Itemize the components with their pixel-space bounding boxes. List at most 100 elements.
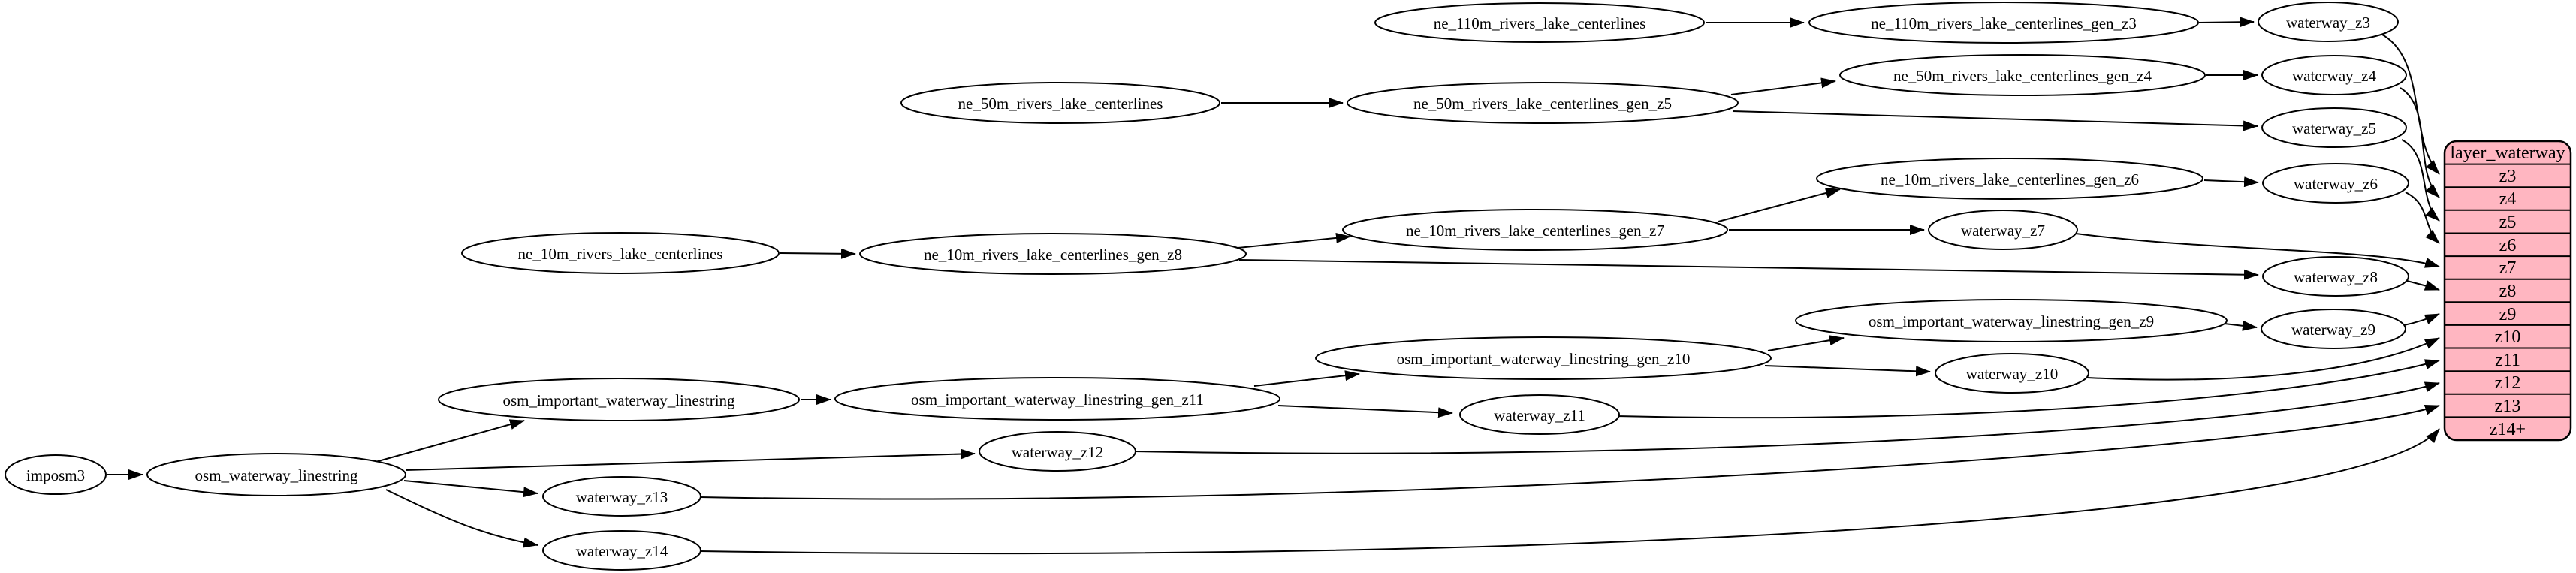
node-waterway-z11: waterway_z11 — [1459, 394, 1620, 435]
layer-waterway-frame — [2443, 140, 2572, 442]
node-waterway-z9-label: waterway_z9 — [2291, 321, 2375, 339]
edges — [107, 17, 2440, 555]
edge-waterway-z14-row-z14plus — [699, 428, 2440, 555]
record-row-z6: z6 — [2499, 236, 2517, 255]
node-waterway-z13-label: waterway_z13 — [576, 488, 668, 506]
edge-waterway-z5-row-z5 — [2401, 139, 2440, 222]
record-row-z4: z4 — [2499, 189, 2517, 209]
node-osm-waterway-linestring: osm_waterway_linestring — [146, 453, 406, 496]
edge-osm-waterway-waterway-z12 — [405, 448, 976, 471]
record-row-z12: z12 — [2495, 373, 2521, 393]
node-waterway-z11-ellipse — [1459, 394, 1620, 435]
node-ne-50m-rivers-lake-centerlines: ne_50m_rivers_lake_centerlines — [900, 82, 1220, 124]
node-layer-waterway: layer_waterway z3 z4 z5 z6 z7 z8 z9 z10 … — [2443, 140, 2572, 442]
node-osm-important-waterway-linestring-gen-z11: osm_important_waterway_linestring_gen_z1… — [834, 377, 1280, 421]
node-osm-important-waterway-linestring-gen-z9-ellipse — [1795, 299, 2228, 342]
node-waterway-z10-label: waterway_z10 — [1966, 365, 2058, 383]
node-ne-50m-rivers-lake-centerlines-ellipse — [900, 82, 1220, 124]
edge-waterway-z11-row-z11 — [1617, 359, 2440, 419]
node-imposm3-ellipse — [5, 454, 107, 495]
node-waterway-z6: waterway_z6 — [2262, 163, 2409, 204]
node-imposm3-label: imposm3 — [26, 466, 85, 484]
node-ne-10m-rivers-lake-centerlines-label: ne_10m_rivers_lake_centerlines — [518, 245, 723, 263]
node-ne-50m-rivers-lake-centerlines-gen-z4: ne_50m_rivers_lake_centerlines_gen_z4 — [1839, 54, 2206, 96]
edge-gen-z5-waterway-z5 — [1732, 110, 2258, 131]
node-waterway-z12: waterway_z12 — [979, 431, 1136, 472]
node-ne-50m-rivers-lake-centerlines-gen-z4-label: ne_50m_rivers_lake_centerlines_gen_z4 — [1893, 67, 2152, 85]
node-ne-110m-rivers-lake-centerlines-label: ne_110m_rivers_lake_centerlines — [1434, 14, 1646, 32]
node-waterway-z6-ellipse — [2262, 163, 2409, 204]
node-waterway-z9-ellipse — [2261, 309, 2406, 349]
node-ne-110m-rivers-lake-centerlines-gen-z3-label: ne_110m_rivers_lake_centerlines_gen_z3 — [1871, 14, 2137, 32]
edge-gen-z3-waterway-z3 — [2198, 17, 2255, 28]
node-ne-110m-rivers-lake-centerlines-gen-z3: ne_110m_rivers_lake_centerlines_gen_z3 — [1808, 2, 2199, 44]
node-waterway-z14-label: waterway_z14 — [576, 542, 668, 560]
node-waterway-z4-ellipse — [2261, 55, 2407, 95]
edge-gen-z8-waterway-z8 — [1238, 259, 2259, 280]
node-ne-10m-rivers-lake-centerlines-gen-z6: ne_10m_rivers_lake_centerlines_gen_z6 — [1816, 158, 2203, 200]
node-waterway-z12-label: waterway_z12 — [1012, 443, 1103, 461]
node-osm-important-waterway-linestring-gen-z10: osm_important_waterway_linestring_gen_z1… — [1315, 336, 1772, 380]
layer-waterway-title: layer_waterway — [2450, 143, 2565, 163]
node-ne-10m-rivers-lake-centerlines-gen-z6-label: ne_10m_rivers_lake_centerlines_gen_z6 — [1881, 170, 2139, 188]
edge-gen-z8-gen-z7 — [1237, 232, 1351, 249]
node-ne-50m-rivers-lake-centerlines-gen-z4-ellipse — [1839, 54, 2206, 96]
edge-waterway-z8-row-z8 — [2406, 280, 2440, 291]
node-osm-important-waterway-linestring-gen-z10-label: osm_important_waterway_linestring_gen_z1… — [1397, 350, 1691, 368]
edge-waterway-z6-row-z6 — [2405, 192, 2440, 244]
node-waterway-z10-ellipse — [1935, 353, 2089, 394]
node-osm-important-waterway-linestring-label: osm_important_waterway_linestring — [502, 391, 735, 409]
record-row-z14plus: z14+ — [2490, 420, 2526, 439]
node-waterway-z12-ellipse — [979, 431, 1136, 472]
node-waterway-z8-ellipse — [2262, 256, 2409, 297]
node-ne-10m-rivers-lake-centerlines-gen-z8-ellipse — [859, 233, 1247, 275]
node-waterway-z9: waterway_z9 — [2261, 309, 2406, 349]
node-waterway-z11-label: waterway_z11 — [1494, 406, 1585, 424]
node-ne-10m-rivers-lake-centerlines-gen-z7-label: ne_10m_rivers_lake_centerlines_gen_z7 — [1406, 222, 1664, 240]
node-waterway-z13: waterway_z13 — [542, 476, 701, 517]
node-waterway-z8: waterway_z8 — [2262, 256, 2409, 297]
record-row-z3: z3 — [2499, 167, 2517, 186]
edge-waterway-z4-row-z4 — [2400, 87, 2440, 198]
node-waterway-z6-label: waterway_z6 — [2294, 175, 2378, 193]
node-osm-important-waterway-linestring-gen-z10-ellipse — [1315, 336, 1772, 380]
node-ne-50m-rivers-lake-centerlines-gen-z5-ellipse — [1347, 82, 1739, 124]
node-ne-10m-rivers-lake-centerlines: ne_10m_rivers_lake_centerlines — [461, 232, 780, 274]
edge-gen-z7-gen-z6 — [1718, 188, 1841, 222]
node-waterway-z5-ellipse — [2261, 107, 2407, 148]
record-row-z8: z8 — [2499, 282, 2517, 301]
node-osm-important-waterway-linestring: osm_important_waterway_linestring — [438, 378, 800, 421]
edge-osm-waterway-osm-important — [375, 419, 525, 463]
node-ne-10m-rivers-lake-centerlines-gen-z7-ellipse — [1342, 209, 1728, 251]
node-waterway-z7: waterway_z7 — [1928, 210, 2078, 250]
edge-gen-z11-waterway-z11 — [1277, 405, 1453, 418]
edge-gen-z9-waterway-z9 — [2224, 320, 2258, 331]
edge-waterway-z9-row-z9 — [2403, 313, 2440, 326]
edge-osm-waterway-waterway-z13 — [403, 480, 538, 498]
edge-waterway-z10-row-z10 — [2086, 337, 2440, 381]
node-waterway-z8-label: waterway_z8 — [2294, 268, 2378, 286]
nodes: imposm3 osm_waterway_linestring osm_impo… — [5, 2, 2409, 571]
node-waterway-z5-label: waterway_z5 — [2292, 119, 2376, 137]
edge-osm-waterway-waterway-z14 — [385, 489, 538, 548]
node-ne-10m-rivers-lake-centerlines-gen-z7: ne_10m_rivers_lake_centerlines_gen_z7 — [1342, 209, 1728, 251]
node-osm-waterway-linestring-label: osm_waterway_linestring — [195, 466, 358, 484]
edge-gen-z6-waterway-z6 — [2203, 176, 2259, 188]
record-row-z10: z10 — [2495, 327, 2521, 347]
node-waterway-z7-ellipse — [1928, 210, 2078, 250]
node-osm-important-waterway-linestring-gen-z9: osm_important_waterway_linestring_gen_z9 — [1795, 299, 2228, 342]
node-ne-10m-rivers-lake-centerlines-gen-z8-label: ne_10m_rivers_lake_centerlines_gen_z8 — [924, 246, 1182, 264]
node-osm-important-waterway-linestring-gen-z11-ellipse — [834, 377, 1280, 421]
edge-gen-z10-waterway-z10 — [1764, 365, 1931, 377]
node-waterway-z3-label: waterway_z3 — [2286, 14, 2370, 32]
node-waterway-z4: waterway_z4 — [2261, 55, 2407, 95]
edge-gen-z10-gen-z9 — [1767, 335, 1845, 351]
node-ne-110m-rivers-lake-centerlines: ne_110m_rivers_lake_centerlines — [1374, 2, 1705, 43]
node-osm-important-waterway-linestring-gen-z11-label: osm_important_waterway_linestring_gen_z1… — [911, 391, 1204, 409]
edge-gen-z11-gen-z10 — [1253, 370, 1360, 387]
node-ne-110m-rivers-lake-centerlines-ellipse — [1374, 2, 1705, 43]
node-ne-50m-rivers-lake-centerlines-gen-z5-label: ne_50m_rivers_lake_centerlines_gen_z5 — [1413, 95, 1672, 113]
node-osm-waterway-linestring-ellipse — [146, 453, 406, 496]
edge-waterway-z12-row-z12 — [1133, 381, 2440, 454]
